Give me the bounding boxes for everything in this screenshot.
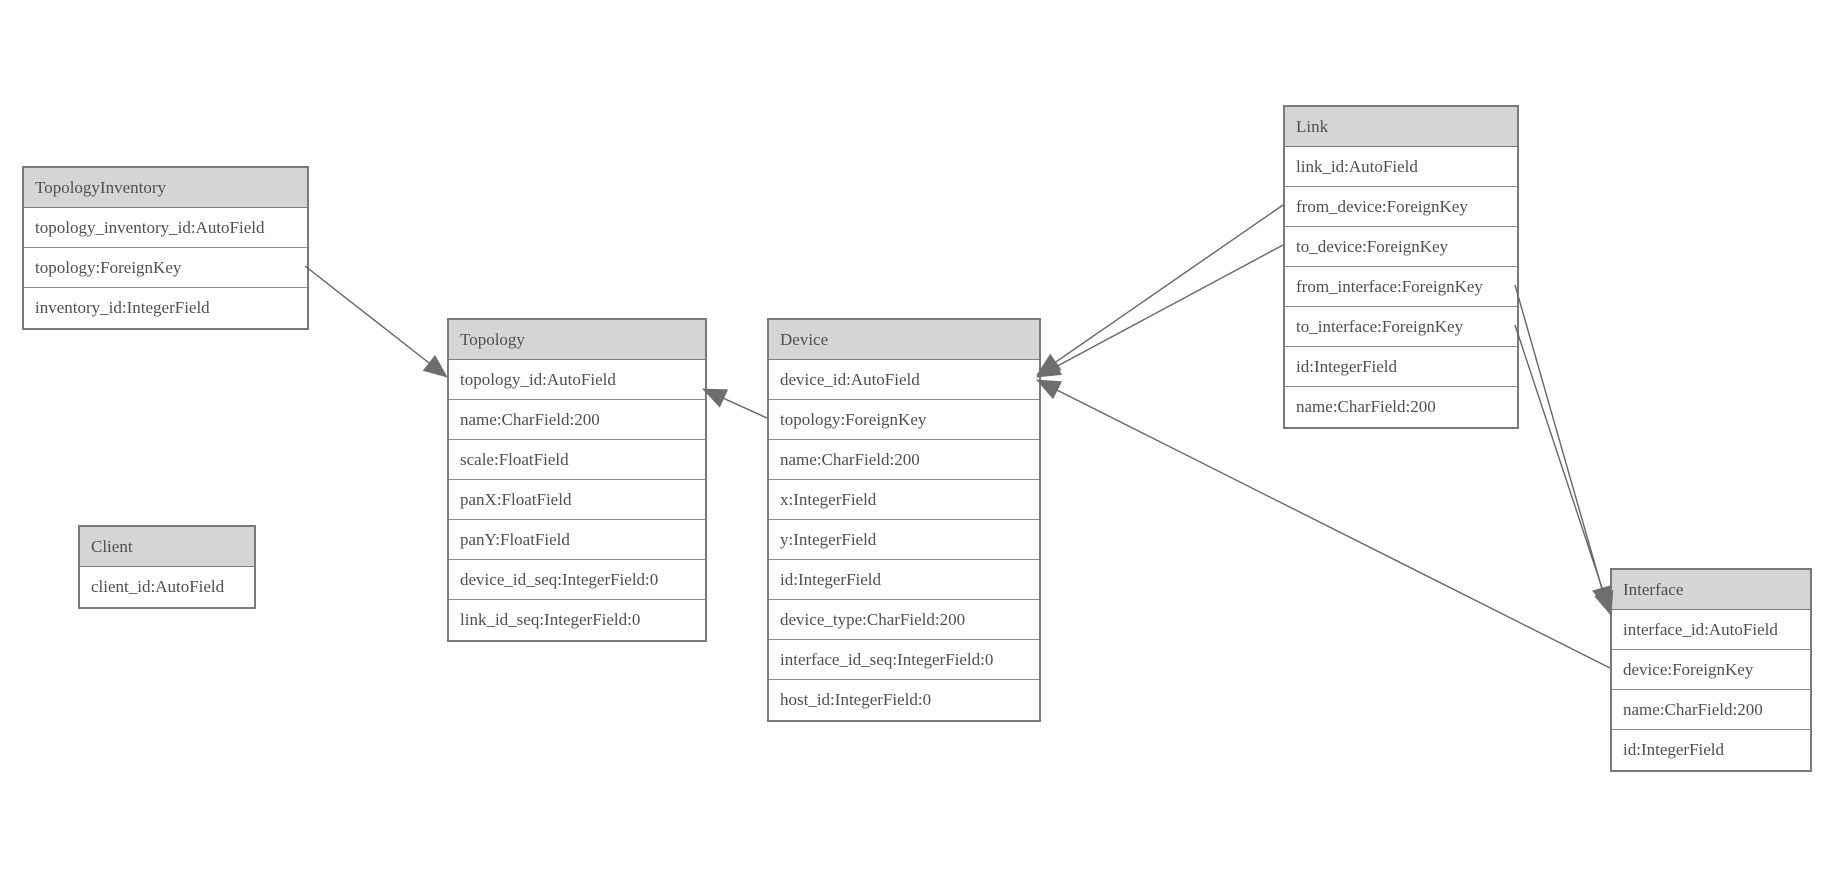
entity-field-row: inventory_id:IntegerField [24,288,307,328]
entity-field-row: device_type:CharField:200 [769,600,1039,640]
edge-link-to-device-fk [1036,244,1284,378]
edge-link-from-interface-fk [1514,284,1612,611]
entity-field-row: to_device:ForeignKey [1285,227,1517,267]
entity-field-row: id:IntegerField [1612,730,1810,770]
entity-field-row: x:IntegerField [769,480,1039,520]
entity-field-row: client_id:AutoField [80,567,254,607]
entity-field-row: interface_id:AutoField [1612,610,1810,650]
entity-field-row: device_id_seq:IntegerField:0 [449,560,705,600]
entity-field-row: name:CharField:200 [769,440,1039,480]
entity-header-interface: Interface [1612,570,1810,610]
entity-field-row: name:CharField:200 [1285,387,1517,427]
entity-field-row: topology:ForeignKey [769,400,1039,440]
entity-field-row: link_id:AutoField [1285,147,1517,187]
entity-header-link: Link [1285,107,1517,147]
entity-field-row: device:ForeignKey [1612,650,1810,690]
entity-field-row: y:IntegerField [769,520,1039,560]
entity-header-device: Device [769,320,1039,360]
edge-device-topology-fk [702,388,768,419]
entity-field-row: id:IntegerField [769,560,1039,600]
entity-field-row: panX:FloatField [449,480,705,520]
entity-field-row: from_device:ForeignKey [1285,187,1517,227]
edge-link-from-device-fk [1036,204,1284,376]
entity-header-client: Client [80,527,254,567]
entity-field-row: name:CharField:200 [449,400,705,440]
entity-header-topology-inventory: TopologyInventory [24,168,307,208]
entity-field-row: link_id_seq:IntegerField:0 [449,600,705,640]
entity-field-row: topology_inventory_id:AutoField [24,208,307,248]
entity-field-row: topology_id:AutoField [449,360,705,400]
entity-field-row: scale:FloatField [449,440,705,480]
entity-field-row: topology:ForeignKey [24,248,307,288]
entity-field-row: from_interface:ForeignKey [1285,267,1517,307]
entity-field-row: device_id:AutoField [769,360,1039,400]
entity-field-row: host_id:IntegerField:0 [769,680,1039,720]
entity-field-row: panY:FloatField [449,520,705,560]
entity-field-row: to_interface:ForeignKey [1285,307,1517,347]
entity-field-row: name:CharField:200 [1612,690,1810,730]
entity-field-row: id:IntegerField [1285,347,1517,387]
edge-topologyinventory-topology-fk [304,265,448,378]
entity-header-topology: Topology [449,320,705,360]
edge-link-to-interface-fk [1514,324,1614,616]
entity-field-row: interface_id_seq:IntegerField:0 [769,640,1039,680]
